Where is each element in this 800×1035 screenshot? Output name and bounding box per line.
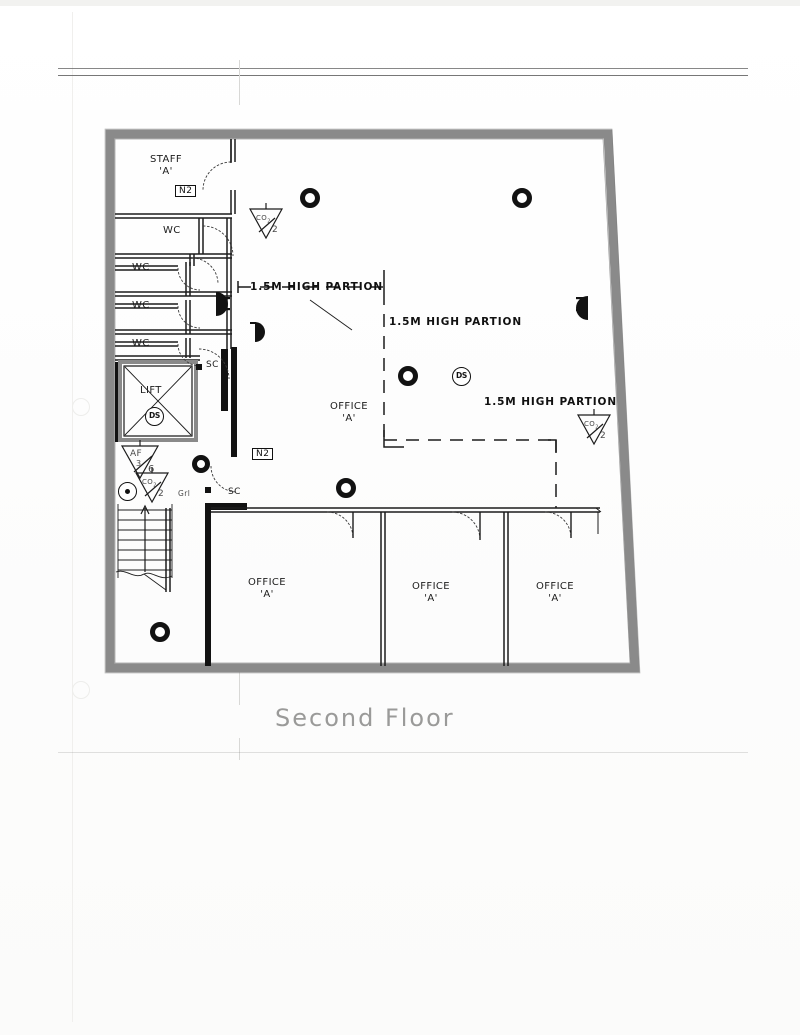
room-sub-office-b3: 'A' (548, 592, 562, 604)
room-sub-office-main: 'A' (342, 412, 356, 424)
partition-note-3: 1.5M HIGH PARTION (484, 396, 618, 408)
room-label-wc-2: WC (132, 262, 150, 273)
co2-qty-top: 2 (272, 225, 279, 235)
dark-wall-segments (115, 347, 247, 666)
right-wall-opening-tick (595, 507, 602, 534)
scan-vertical-tick-bottom (239, 738, 240, 760)
internal-partitions (115, 139, 600, 666)
room-name-office-b3: OFFICE (536, 581, 575, 592)
room-name-office-b1: OFFICE (248, 577, 287, 588)
room-sub-staff: 'A' (159, 165, 173, 177)
door-leaves (230, 139, 572, 540)
co2-text-top: CO2 (256, 214, 271, 225)
stair-enclosure-wall (165, 508, 171, 592)
sanitary-fitting-symbols (216, 292, 265, 342)
room-label-office-b3: OFFICE 'A' (536, 581, 574, 604)
co2-qty-lift: 2 (158, 489, 165, 499)
room-sub-office-b2: 'A' (424, 592, 438, 604)
sounder-dot-symbol (118, 482, 137, 501)
af-num-top: 3 (136, 459, 142, 468)
room-label-office-b1: OFFICE 'A' (248, 577, 286, 600)
column-ring-symbol-2 (512, 188, 532, 208)
partition-note-2: 1.5M HIGH PARTION (389, 316, 523, 328)
sc-markers (196, 364, 211, 493)
scan-vertical-tick-mid (239, 665, 240, 705)
room-name-office-b2: OFFICE (412, 581, 451, 592)
room-label-wc-1: WC (163, 225, 181, 236)
column-ring-symbol-3 (398, 366, 418, 386)
room-name-office-main: OFFICE (330, 401, 369, 412)
room-label-office-b2: OFFICE 'A' (412, 581, 450, 604)
room-name-staff: STAFF (150, 154, 183, 165)
co2-extinguisher-symbol-right (576, 409, 612, 446)
punch-hole-top (72, 398, 90, 416)
scan-rule-bottom-faint (58, 752, 748, 753)
scan-left-margin-line (72, 12, 73, 1022)
scan-rule-upper (58, 68, 748, 69)
scan-top-edge (0, 0, 800, 6)
co2-text-right: CO2 (584, 420, 599, 431)
co2-extinguisher-symbol-lift (134, 467, 170, 504)
building-outer-wall (104, 128, 641, 674)
punch-hole-bottom (72, 681, 90, 699)
stair-run (115, 504, 173, 591)
scan-rule-lower (58, 75, 748, 76)
column-ring-symbol-5 (336, 478, 356, 498)
co2-extinguisher-symbol-top (248, 203, 284, 240)
n2-label-corridor: N2 (252, 448, 274, 460)
partition-leader-line (309, 299, 353, 331)
column-ring-symbol-1 (300, 188, 320, 208)
af-num-side: 6 (148, 464, 155, 475)
room-sub-office-b1: 'A' (260, 588, 274, 600)
room-label-wc-3: WC (132, 300, 150, 311)
af-extinguisher-symbol (120, 440, 160, 480)
room-label-lift: LIFT (140, 385, 162, 396)
column-ring-symbol-6 (150, 622, 170, 642)
n2-label-staff: N2 (175, 185, 197, 197)
room-label-wc-4: WC (132, 338, 150, 349)
co2-qty-right: 2 (600, 431, 607, 441)
af-label: AF (130, 449, 143, 459)
sc-label-upper: SC (206, 360, 219, 370)
scan-vertical-tick-top (239, 60, 240, 105)
partition-note-1: 1.5M HIGH PARTION (250, 281, 384, 293)
co2-text-lift: CO2 (142, 478, 157, 489)
room-label-office-main: OFFICE 'A' (330, 401, 368, 424)
duct-smoke-detector-office: DS (452, 367, 471, 386)
sc-label-lower: SC (228, 487, 241, 497)
lift-shaft-cross (124, 366, 192, 436)
grille-label: Grl (178, 489, 191, 498)
partition-corner-ticks (237, 270, 557, 452)
room-label-staff: STAFF 'A' (150, 154, 182, 177)
sanitary-fitting-right-wall (576, 296, 588, 320)
page-title: Second Floor (275, 704, 455, 732)
column-ring-symbol-4 (192, 455, 210, 473)
duct-smoke-detector-lift: DS (145, 407, 164, 426)
